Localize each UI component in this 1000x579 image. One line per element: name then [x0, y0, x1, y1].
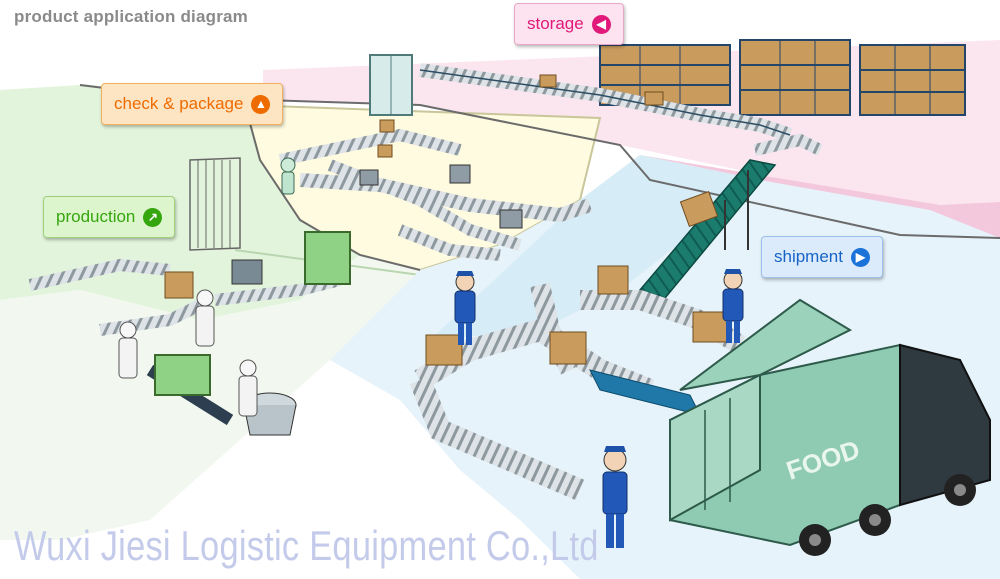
arrow-circle-left-icon: ◀: [591, 14, 611, 34]
box-4: [692, 311, 728, 343]
production-workers: [118, 289, 258, 417]
check-package-callout-button[interactable]: check & package ▲: [101, 83, 284, 125]
company-watermark: Wuxi Jiesi Logistic Equipment Co.,Ltd: [14, 522, 599, 569]
metal-detector: [449, 164, 471, 184]
shipment-callout-button[interactable]: shipment ▶: [761, 236, 883, 278]
production-callout-button[interactable]: production ↗: [43, 196, 176, 238]
arrow-circle-right-icon: ▶: [850, 247, 870, 267]
shipment-label: shipment: [774, 247, 843, 266]
ingredient-box: [164, 271, 194, 299]
page-title: product application diagram: [14, 7, 248, 26]
storage-label: storage: [527, 14, 584, 33]
sealing-machine: [304, 231, 351, 285]
checkweigher: [359, 169, 379, 186]
incline-belt-conveyor: [638, 133, 823, 299]
truck-cab: [899, 343, 991, 507]
box-3: [597, 265, 629, 295]
delivery-truck: FOOD: [669, 298, 991, 556]
control-panel: [231, 259, 263, 285]
hopper: [154, 354, 211, 396]
shipment-roller-conveyors: [409, 265, 746, 501]
shipment-workers: [454, 269, 744, 548]
arrow-circle-up-right-icon: ↗: [143, 207, 163, 227]
check-package-label: check & package: [114, 94, 244, 113]
storage-callout-button[interactable]: storage ◀: [514, 3, 624, 45]
packing-machine: [499, 209, 523, 229]
box-1: [425, 334, 463, 366]
arrow-circle-up-icon: ▲: [251, 94, 271, 114]
check-package-conveyors: [278, 119, 593, 261]
production-label: production: [56, 207, 136, 226]
inspector-worker: [280, 157, 296, 195]
storage-conveyor: [369, 54, 793, 142]
inclined-box: [679, 191, 719, 227]
box-2: [549, 331, 587, 365]
